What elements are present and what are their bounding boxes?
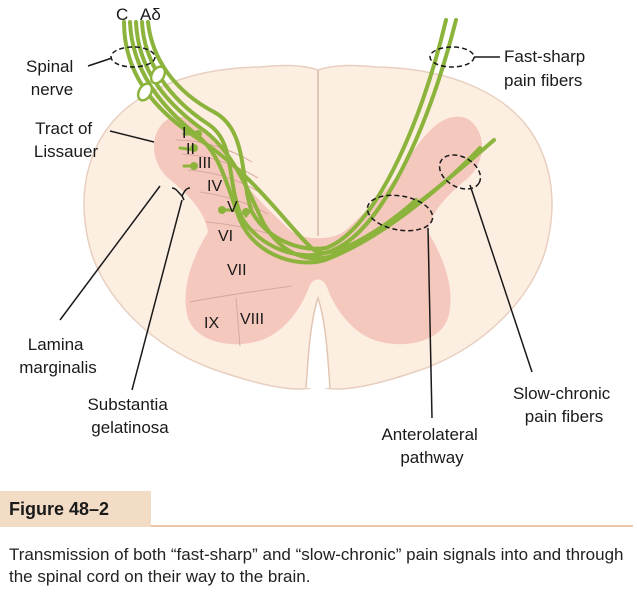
lamina-ix: IX	[204, 315, 219, 332]
lamina-marginalis-label: Lamina marginalis	[19, 335, 96, 377]
anterolateral-pathway-label: Anterolateral pathway	[381, 425, 482, 467]
figure-label-box: Figure 48–2	[0, 491, 151, 527]
spinal-nerve-label: Spinal nerve	[26, 57, 78, 99]
substantia-gelatinosa-label: Substantia gelatinosa	[87, 395, 172, 437]
anterior-median-fissure	[305, 295, 331, 389]
lamina-iv: IV	[207, 178, 222, 195]
slow-chronic-label: Slow-chronic pain fibers	[513, 384, 615, 426]
c-fiber-3	[134, 20, 496, 261]
ganglion-cells	[136, 65, 167, 102]
lamina-viii: VIII	[240, 311, 264, 328]
figure-rule	[151, 525, 633, 527]
c-fiber-label: C	[116, 5, 128, 24]
a-delta-fiber	[146, 18, 448, 251]
tract-of-lissauer-label: Tract of Lissauer	[34, 119, 99, 161]
figure-caption: Transmission of both “fast-sharp” and “s…	[9, 545, 624, 586]
spinal-cord-diagram: C Aδ Spinal nerve Tract of Lissauer Lami…	[19, 5, 615, 467]
lamina-iii: III	[198, 155, 211, 172]
lamina-i: I	[182, 125, 186, 142]
fiber-terminal-dots	[190, 130, 250, 216]
fast-sharp-label: Fast-sharp pain fibers	[504, 47, 590, 90]
a-delta-fiber-2	[140, 18, 458, 258]
a-delta-fiber-label: Aδ	[140, 5, 161, 24]
substantia-bracket	[171, 187, 191, 201]
leader-lines	[59, 56, 533, 419]
lamina-ii: II	[186, 141, 195, 158]
lamina-v: V	[227, 199, 238, 216]
lamina-vii: VII	[227, 262, 247, 279]
nerve-fibers	[122, 18, 496, 265]
figure-label: Figure 48–2	[9, 499, 110, 519]
lamina-vi: VI	[218, 228, 233, 245]
